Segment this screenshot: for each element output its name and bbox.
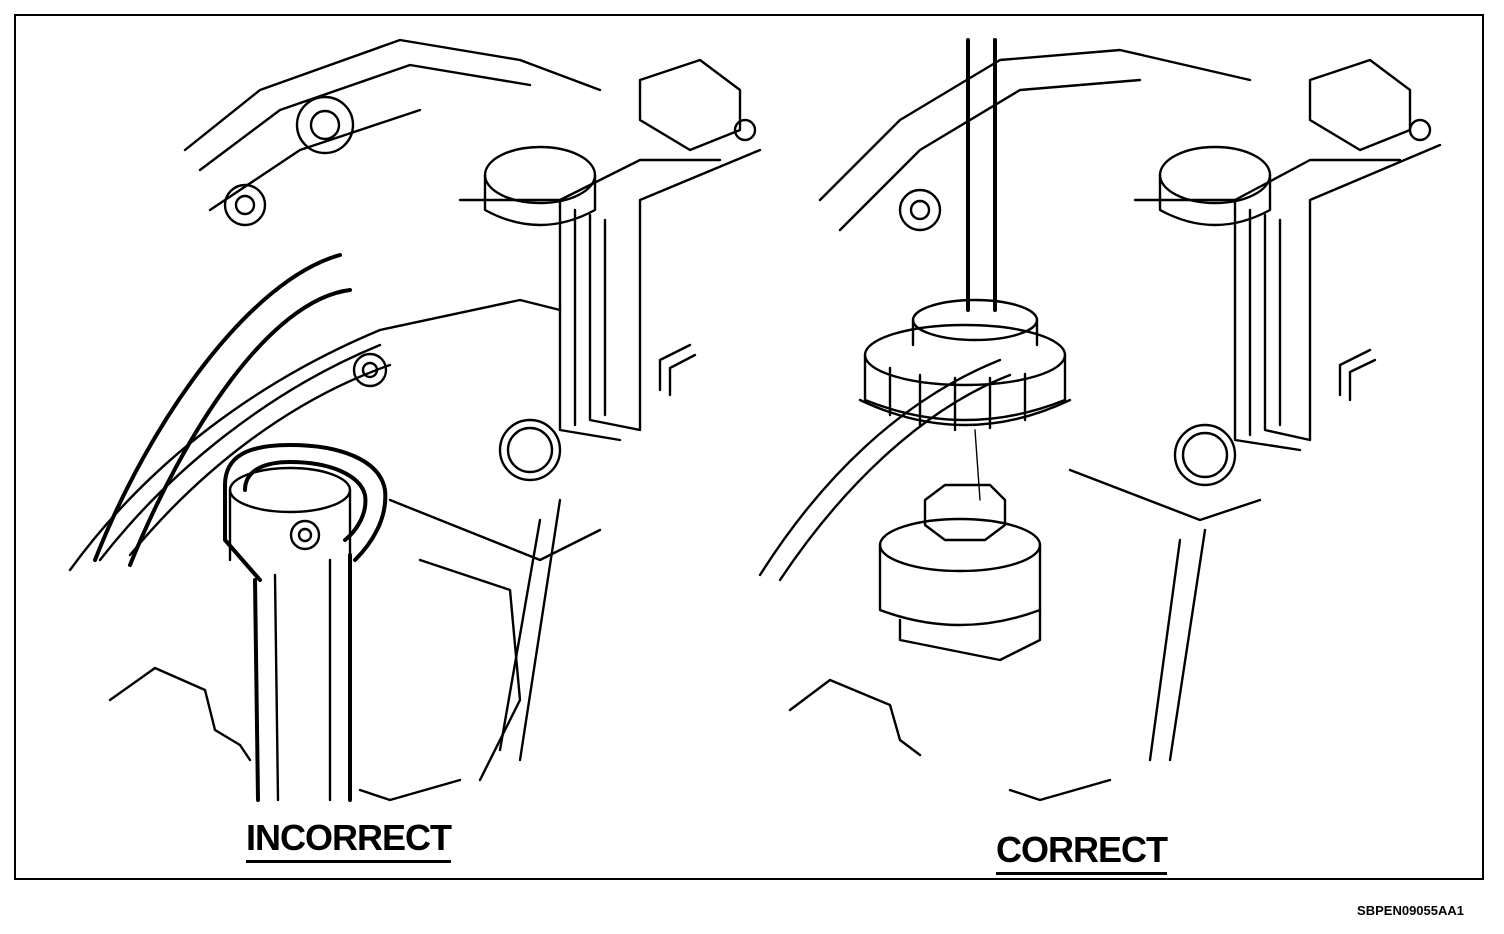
incorrect-label: INCORRECT xyxy=(246,817,452,863)
wrench xyxy=(223,443,388,802)
correct-engine-drawing xyxy=(758,48,1442,802)
filter-cup-wrench xyxy=(858,38,1072,501)
correct-label-text: CORRECT xyxy=(996,829,1168,870)
correct-underline xyxy=(996,872,1167,875)
figure-code: SBPEN09055AA1 xyxy=(1357,903,1464,918)
incorrect-engine-drawing xyxy=(68,38,762,802)
correct-label: CORRECT xyxy=(996,829,1168,875)
incorrect-underline xyxy=(246,860,451,863)
incorrect-label-text: INCORRECT xyxy=(246,817,452,858)
